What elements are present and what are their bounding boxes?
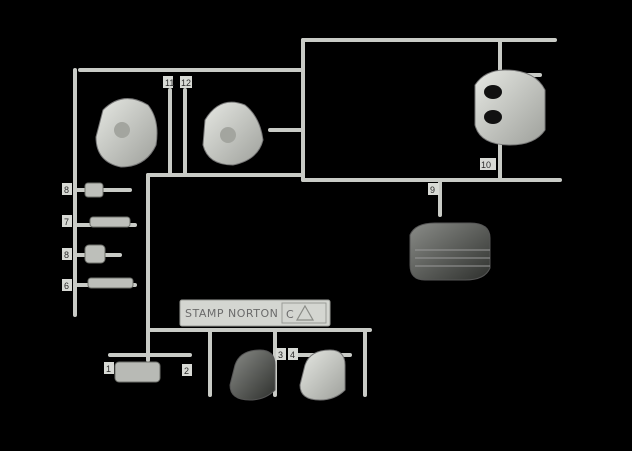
small-parts-left xyxy=(84,182,134,289)
svg-text:4: 4 xyxy=(290,350,295,360)
part-tag-8b: 8 xyxy=(62,248,72,260)
stamp-plate-text: STAMP NORTON xyxy=(185,307,278,320)
part-tag-12: 12 xyxy=(180,76,192,88)
part-tag-9: 9 xyxy=(428,183,439,195)
part-tag-4: 4 xyxy=(288,348,298,360)
cylinder-head-cover xyxy=(474,69,546,146)
lower-parts xyxy=(114,349,346,401)
part-tag-10: 10 xyxy=(480,158,496,170)
svg-text:12: 12 xyxy=(181,78,191,88)
svg-text:2: 2 xyxy=(184,366,189,376)
part-tag-6: 6 xyxy=(62,279,72,291)
runner-frame xyxy=(73,38,562,397)
recycle-icon xyxy=(295,304,315,321)
part-tag-1: 1 xyxy=(104,362,114,374)
part-tag-3: 3 xyxy=(276,348,286,360)
part-tag-8: 8 xyxy=(62,183,72,195)
svg-text:1: 1 xyxy=(106,364,111,374)
gearbox-cover-left xyxy=(95,98,158,168)
svg-text:6: 6 xyxy=(64,281,69,291)
part-tag-2: 2 xyxy=(182,364,192,376)
svg-text:3: 3 xyxy=(278,350,283,360)
svg-text:8: 8 xyxy=(64,185,69,195)
svg-text:10: 10 xyxy=(481,160,491,170)
stamp-plate-mark: C xyxy=(286,308,294,321)
svg-text:8: 8 xyxy=(64,250,69,260)
svg-text:11: 11 xyxy=(165,78,174,88)
svg-text:7: 7 xyxy=(64,217,69,227)
gearbox-cover-right xyxy=(202,101,264,166)
part-tag-11: 11 xyxy=(163,76,174,88)
part-tags: 11 12 8 7 8 6 9 10 xyxy=(62,76,496,376)
part-tag-7: 7 xyxy=(62,215,72,227)
stamp-plate: STAMP NORTON C xyxy=(179,299,331,327)
cylinder-block xyxy=(409,222,491,281)
svg-text:9: 9 xyxy=(430,185,435,195)
